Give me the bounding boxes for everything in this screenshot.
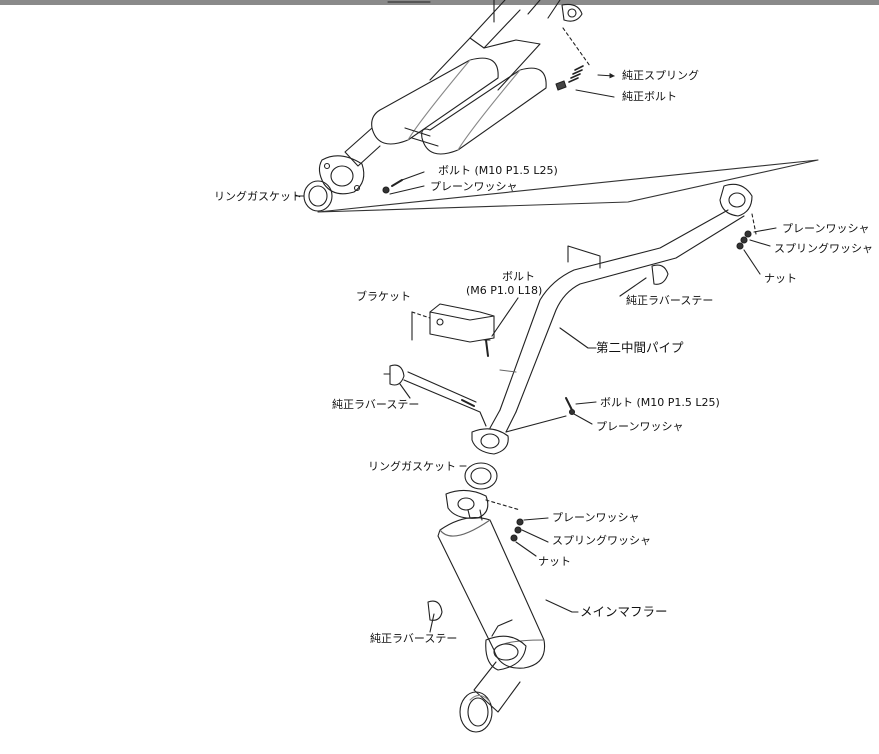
top-flange-bolt — [382, 171, 425, 195]
label-bolt-m10-top: ボルト (M10 P1.5 L25) — [438, 164, 558, 177]
label-spring-washer-right: スプリングワッシャ — [774, 242, 873, 255]
label-nut-low: ナット — [538, 555, 571, 568]
label-rubber-stay-mid: 純正ラバーステー — [626, 294, 714, 307]
label-ring-gasket-top: リングガスケット — [214, 190, 302, 203]
rubber-stay-parts — [383, 264, 669, 621]
label-rubber-stay-left: 純正ラバーステー — [332, 398, 420, 411]
perspective-guide — [317, 159, 819, 213]
label-plain-washer-top: プレーンワッシャ — [430, 180, 518, 193]
label-spring-washer-low: スプリングワッシャ — [552, 534, 651, 547]
label-ring-gasket-mid: リングガスケット — [368, 460, 456, 473]
label-genuine-spring: 純正スプリング — [622, 69, 699, 82]
ring-gasket-mid — [464, 462, 498, 490]
label-plain-washer-mid: プレーンワッシャ — [596, 420, 684, 433]
genuine-spring-bolt — [555, 27, 615, 98]
label-bolt-m6-spec: (M6 P1.0 L18) — [466, 284, 543, 297]
label-plain-washer-right: プレーンワッシャ — [782, 222, 870, 235]
leader-lines — [295, 0, 647, 633]
ring-gasket-top — [303, 180, 333, 212]
label-second-mid-pipe: 第二中間パイプ — [596, 340, 684, 355]
label-bolt-m10-mid: ボルト (M10 P1.5 L25) — [600, 396, 720, 409]
label-main-muffler: メインマフラー — [580, 604, 668, 619]
front-pipe-assembly — [318, 0, 583, 195]
main-muffler-part — [437, 489, 549, 733]
label-nut-right: ナット — [764, 272, 797, 285]
label-bolt-m6: ボルト — [502, 270, 535, 283]
second-mid-pipe — [403, 183, 753, 455]
label-genuine-bolt: 純正ボルト — [622, 90, 677, 103]
label-rubber-stay-bottom: 純正ラバーステー — [370, 632, 458, 645]
m6-bolt — [483, 297, 519, 357]
right-flange-hardware — [736, 213, 777, 275]
bracket-part — [411, 303, 495, 343]
label-bracket: ブラケット — [356, 290, 411, 303]
window-top-border — [0, 0, 879, 5]
label-plain-washer-low: プレーンワッシャ — [552, 511, 640, 524]
mid-flange-hardware — [505, 397, 597, 433]
